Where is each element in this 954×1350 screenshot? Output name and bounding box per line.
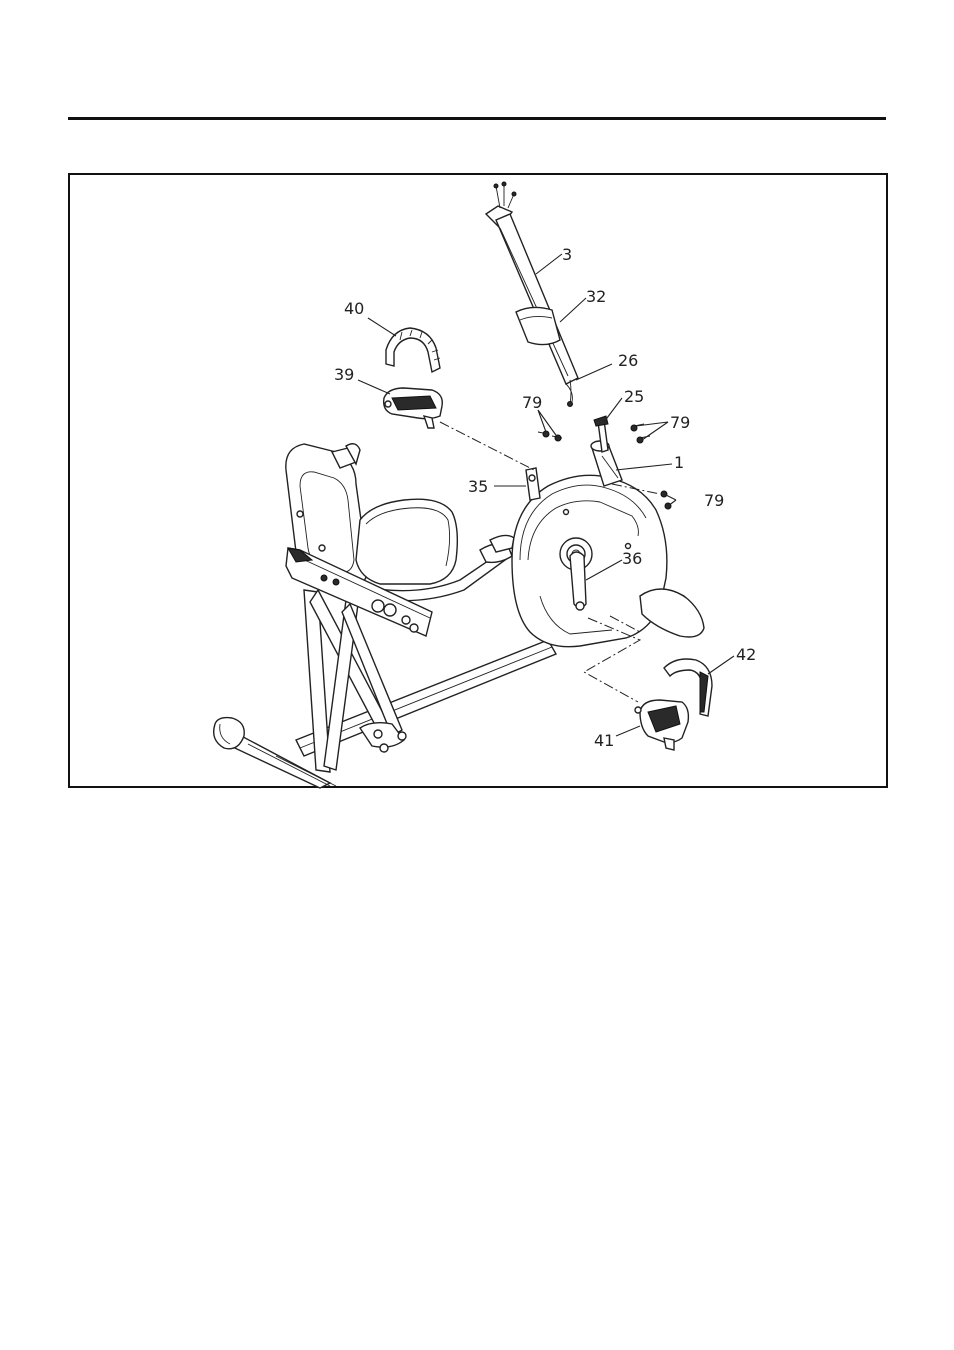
post-cover: [516, 307, 560, 344]
callout-25: 25: [624, 387, 644, 406]
callout-1: 1: [674, 453, 684, 472]
callout-32: 32: [586, 287, 606, 306]
pedal-left: [384, 388, 443, 428]
callout-41: 41: [594, 731, 614, 750]
callout-79-left: 79: [522, 393, 542, 412]
pedal-right: [635, 700, 688, 750]
seat-cushion: [356, 499, 457, 584]
callout-36: 36: [622, 549, 642, 568]
wire-harness: [566, 384, 572, 402]
callout-40: 40: [344, 299, 364, 318]
callout-35: 35: [468, 477, 488, 496]
callout-39: 39: [334, 365, 354, 384]
callout-79-lower: 79: [704, 491, 724, 510]
callout-3: 3: [562, 245, 572, 264]
callout-79-right: 79: [670, 413, 690, 432]
post-bracket: [526, 468, 540, 500]
callout-42: 42: [736, 645, 756, 664]
handlebar-post: [486, 182, 578, 407]
callout-26: 26: [618, 351, 638, 370]
